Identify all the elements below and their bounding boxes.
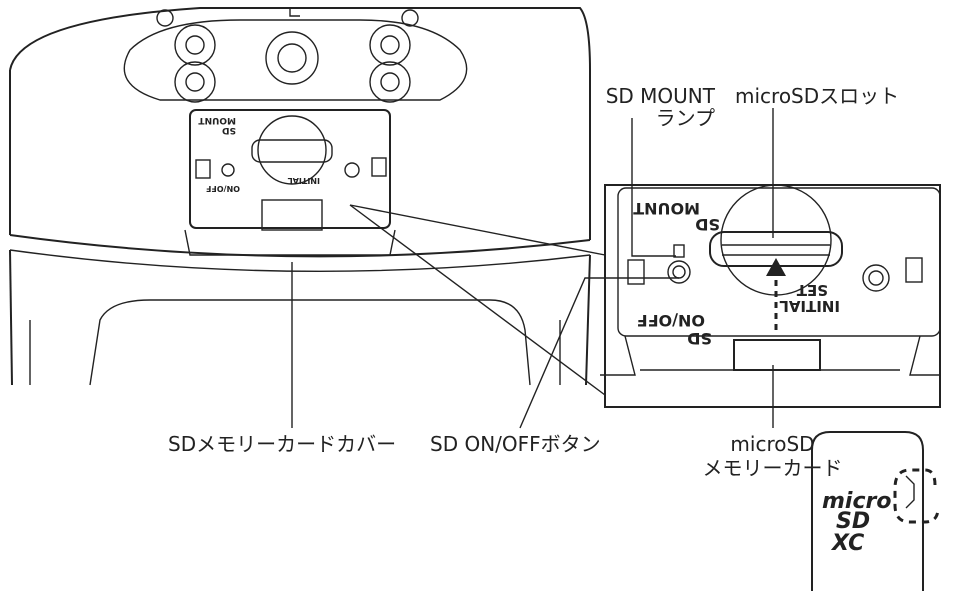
inset-mark-sd: SD [695,215,720,234]
inset-mark-sd2: SD [687,329,712,348]
label-sd-onoff-button: SD ON/OFFボタン [430,432,601,456]
panel-mark-onoff: ON/OFF [206,184,240,193]
logo-xc: XC [830,531,864,556]
label-microsd-card-1: microSD [730,432,815,456]
screw-icon [174,24,216,66]
zoom-lines [349,204,606,396]
screw-icon [369,61,411,103]
leader-lines [291,108,774,429]
panel-mark-sd: SD [222,125,236,135]
inset-mark-mount: MOUNT [633,199,700,218]
logo-micro: micro [822,489,891,514]
microsd-card-illustration: micro SD XC [811,431,940,591]
panel-mark-initial: INITIAL [288,176,320,185]
inset-mark-onoff: ON/OFF [637,311,705,330]
mount-plate [123,8,468,103]
panel-mark-mount: MOUNT [198,115,236,125]
camera-body [9,7,591,386]
screw-icon [369,24,411,66]
sd-onoff-button [667,260,691,284]
screw-icon [174,61,216,103]
arrow-head-icon [766,258,786,276]
label-microsd-slot: microSDスロット [735,84,900,108]
inset-panel: MOUNT SD ON/OFF SD INITIAL SET [600,184,941,408]
inset-mark-set: SET [796,281,828,299]
label-sd-mount-lamp-2: ランプ [655,106,715,130]
microsd-card-inset [733,339,821,371]
sd-panel-small: MOUNT SD ON/OFF INITIAL [184,109,396,256]
label-sd-card-cover: SDメモリーカードカバー [168,432,397,456]
label-microsd-card-2: メモリーカード [702,456,843,480]
inset-mark-initial: INITIAL [779,297,840,315]
logo-sd: SD [836,509,870,534]
label-sd-mount-lamp-1: SD MOUNT [605,84,715,108]
notch-highlight-icon [893,468,940,524]
sd-mount-lamp [673,244,685,258]
